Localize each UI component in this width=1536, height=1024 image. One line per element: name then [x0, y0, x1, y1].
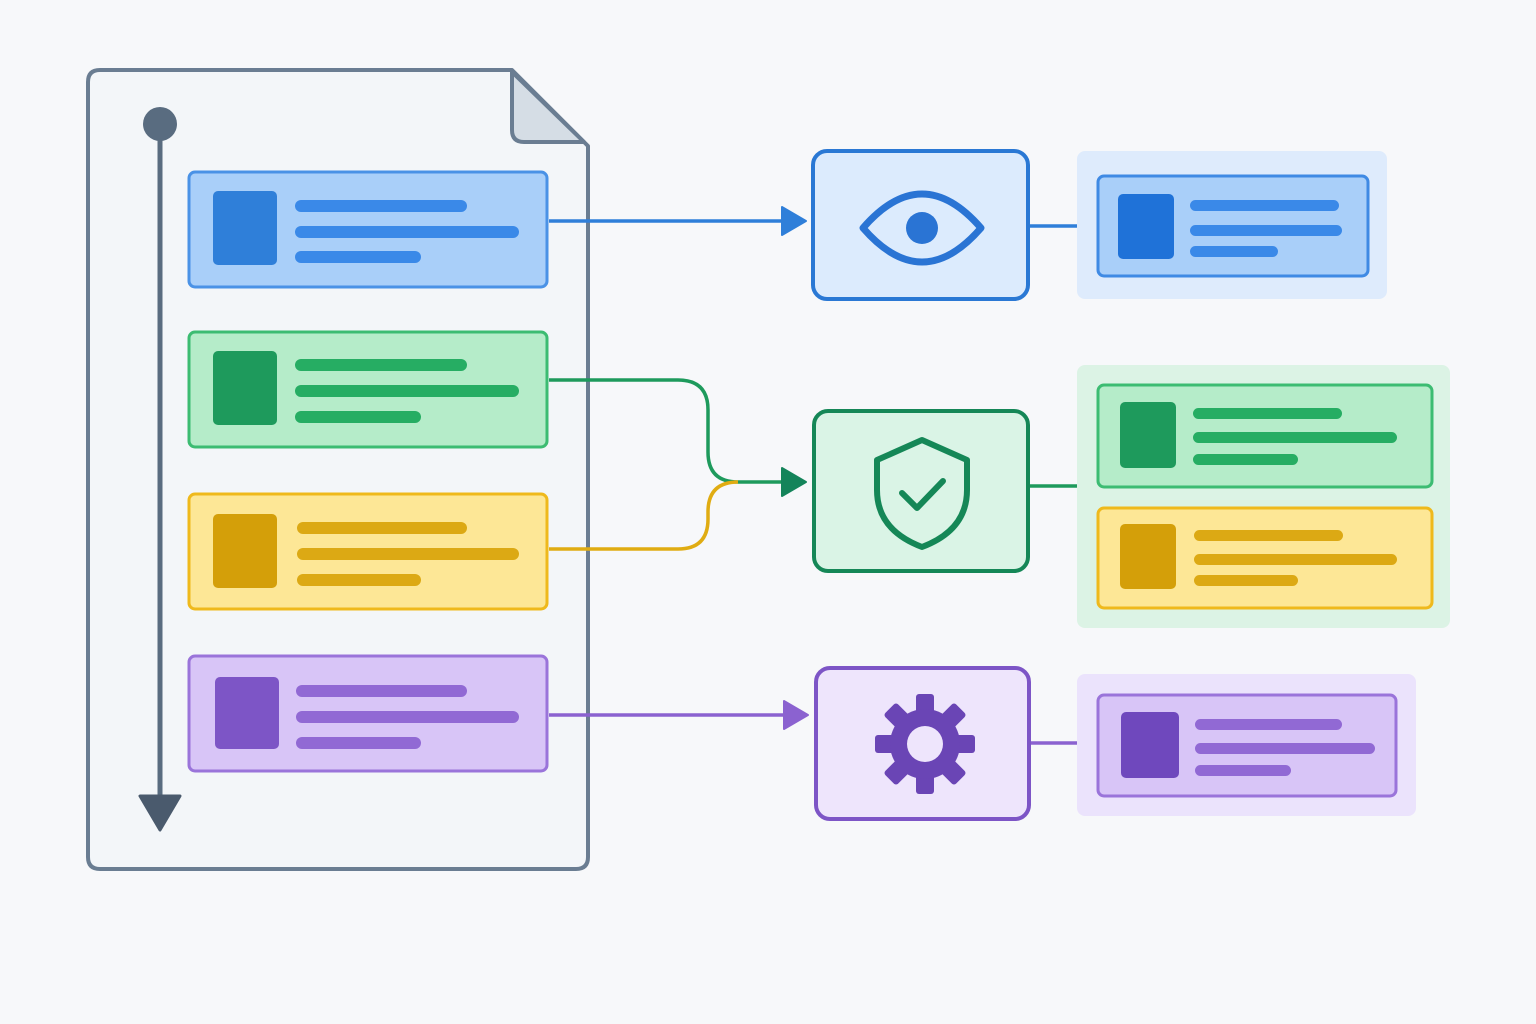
card-line — [1190, 200, 1339, 211]
arrowhead — [781, 206, 807, 236]
document-block-purple — [187, 654, 549, 773]
card-line — [1195, 743, 1375, 754]
block-line — [297, 522, 467, 534]
arrowhead — [783, 700, 809, 730]
result-panel-green-yellow — [1077, 365, 1450, 628]
document-folded-corner — [510, 70, 586, 144]
connector-green — [549, 378, 790, 484]
card-line — [1194, 530, 1343, 541]
card-line — [1190, 246, 1278, 257]
block-line — [295, 226, 519, 238]
result-panel-blue — [1077, 151, 1387, 299]
block-line — [295, 359, 467, 371]
result-card-green — [1096, 383, 1434, 489]
block-line — [295, 251, 421, 263]
card-line — [1195, 765, 1291, 776]
shield-check-icon — [874, 437, 970, 550]
card-line — [1195, 719, 1342, 730]
block-line — [297, 548, 519, 560]
block-line — [295, 385, 519, 397]
block-thumbnail — [213, 191, 277, 265]
document-block-blue — [187, 170, 549, 289]
source-document — [86, 68, 590, 871]
card-thumbnail — [1120, 402, 1176, 468]
document-block-green — [187, 330, 549, 449]
card-thumbnail — [1121, 712, 1179, 778]
block-thumbnail — [213, 514, 277, 588]
eye-icon — [859, 190, 985, 266]
arrowhead-merged — [781, 467, 807, 497]
card-line — [1193, 454, 1298, 465]
block-line — [296, 685, 467, 697]
timeline-start-dot — [143, 107, 177, 141]
result-panel-purple — [1077, 674, 1416, 816]
block-thumbnail — [213, 351, 277, 425]
card-line — [1194, 575, 1298, 586]
block-thumbnail — [215, 677, 279, 749]
connector-yellow — [549, 480, 739, 551]
block-line — [296, 711, 519, 723]
card-line — [1194, 554, 1397, 565]
result-card-yellow — [1096, 506, 1434, 610]
timeline-arrowhead — [138, 794, 182, 832]
card-line — [1193, 432, 1397, 443]
card-line — [1193, 408, 1342, 419]
document-block-yellow — [187, 492, 549, 611]
block-line — [295, 200, 467, 212]
reading-order-timeline — [138, 107, 182, 832]
block-line — [296, 737, 421, 749]
block-line — [295, 411, 421, 423]
result-card-blue — [1096, 174, 1370, 278]
result-card-purple — [1096, 693, 1398, 798]
card-line — [1190, 225, 1342, 236]
connector-blue — [549, 206, 807, 236]
gear-icon — [875, 694, 975, 794]
card-thumbnail — [1118, 194, 1174, 259]
connector-purple — [549, 700, 809, 730]
stage-box-process — [814, 666, 1031, 821]
stage-box-view — [811, 149, 1030, 301]
block-line — [297, 574, 421, 586]
card-thumbnail — [1120, 524, 1176, 589]
stage-box-verify — [812, 409, 1030, 573]
